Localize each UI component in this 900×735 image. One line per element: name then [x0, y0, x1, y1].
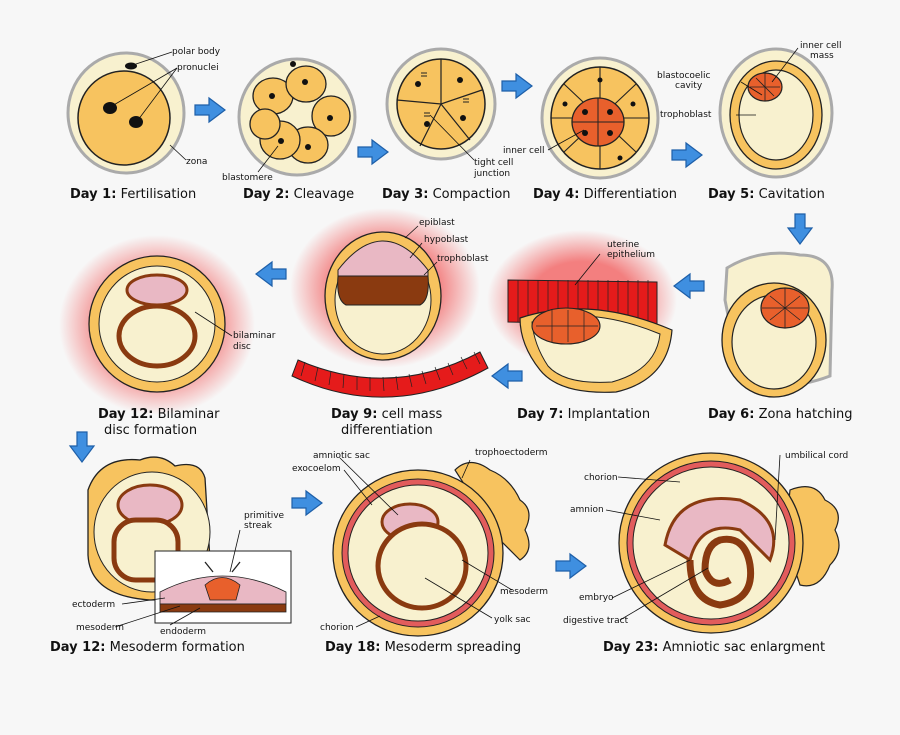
label-bilaminar: bilaminar — [233, 331, 276, 341]
stage-name-line2: differentiation — [341, 423, 433, 438]
arrow-icon — [491, 363, 523, 389]
svg-text:Day 18: Mesoderm spreading: Day 18: Mesoderm spreading — [325, 640, 521, 655]
label-hypoblast: hypoblast — [424, 235, 469, 245]
label-polar-body: polar body — [172, 47, 221, 57]
arrow-icon — [194, 97, 226, 123]
svg-text:Day 5: Cavitation: Day 5: Cavitation — [708, 187, 825, 202]
stage-day: Day 3: — [382, 187, 428, 202]
label-inner-cell: inner cell — [800, 41, 842, 51]
stage-name: Mesoderm spreading — [385, 640, 522, 655]
label-inner-cell: inner cell — [503, 146, 545, 156]
label-exocoelom: exocoelom — [292, 464, 341, 474]
stage-day18: amniotic sac exocoelom trophoectoderm me… — [292, 448, 548, 655]
label-endoderm: endoderm — [160, 627, 206, 637]
arrow-icon — [671, 142, 703, 168]
arrow-icon — [291, 490, 323, 516]
stage-day1: polar body pronuclei zona Day 1: Fertili… — [66, 47, 221, 202]
stage-day4: inner cell Day 4: Differentiation — [503, 56, 677, 202]
label-mesoderm: mesoderm — [500, 587, 548, 597]
label-ectoderm: ectoderm — [72, 600, 115, 610]
stage-day6: Day 6: Zona hatching — [708, 251, 853, 422]
arrow-icon — [501, 73, 533, 99]
stage-day: Day 7: — [517, 407, 563, 422]
label-zona: zona — [186, 157, 207, 167]
stage-day: Day 12: — [50, 640, 105, 655]
svg-text:Day 1: Fertilisation: Day 1: Fertilisation — [70, 187, 196, 202]
stage-day23: chorion amnion umbilical cord embryo dig… — [563, 451, 848, 655]
label-mass: mass — [810, 51, 834, 61]
svg-text:Day 4: Differentiation: Day 4: Differentiation — [533, 187, 677, 202]
label-cavity: cavity — [675, 81, 703, 91]
svg-text:Day 12: Mesoderm formation: Day 12: Mesoderm formation — [50, 640, 245, 655]
arrow-icon — [673, 273, 705, 299]
stage-name: Cleavage — [294, 187, 355, 202]
arrow-icon — [787, 213, 813, 245]
stage-day: Day 18: — [325, 640, 380, 655]
stage-day12-mesoderm: primitive streak ectoderm mesoderm endod… — [50, 456, 292, 655]
arrow-icon — [357, 139, 389, 165]
svg-text:Day 23: Amniotic sac enlargmen: Day 23: Amniotic sac enlargment — [603, 640, 825, 655]
stage-name-line2: disc formation — [104, 423, 197, 438]
stage-name: Amniotic sac enlargment — [663, 640, 826, 655]
stage-name: Mesoderm formation — [110, 640, 245, 655]
label-epithelium: epithelium — [607, 250, 655, 260]
svg-text:Day 3: Compaction: Day 3: Compaction — [382, 187, 511, 202]
svg-text:Day 12: Bilaminar: Day 12: Bilaminar — [98, 407, 220, 422]
label-umbilical-cord: umbilical cord — [785, 451, 848, 461]
stage-day: Day 9: — [331, 407, 377, 422]
label-pronuclei: pronuclei — [177, 63, 219, 73]
label-streak: streak — [244, 521, 273, 531]
label-disc: disc — [233, 342, 251, 352]
label-blastomere: blastomere — [222, 173, 273, 183]
label-tight-cell: tight cell — [474, 158, 513, 168]
stage-day3: tight cell junction Day 3: Compaction — [382, 47, 513, 202]
label-yolk-sac: yolk sac — [494, 615, 531, 625]
label-embryo: embryo — [579, 593, 614, 603]
stage-name: cell mass — [382, 407, 443, 422]
stage-day5: inner cell mass blastocoelic cavity trop… — [657, 41, 842, 202]
label-primitive: primitive — [244, 511, 285, 521]
label-trophoblast: trophoblast — [437, 254, 489, 264]
stage-name: Compaction — [433, 187, 511, 202]
svg-text:Day 7: Implantation: Day 7: Implantation — [517, 407, 650, 422]
arrow-icon — [255, 261, 287, 287]
arrow-icon — [555, 553, 587, 579]
stage-day2: blastomere Day 2: Cleavage — [222, 57, 357, 202]
stage-name: Differentiation — [584, 187, 677, 202]
stage-day: Day 4: — [533, 187, 579, 202]
stage-day9: epiblast hypoblast trophoblast Day 9: ce… — [290, 208, 489, 438]
stage-day: Day 1: — [70, 187, 116, 202]
svg-text:Day 9: cell mass: Day 9: cell mass — [331, 407, 442, 422]
stage-day: Day 12: — [98, 407, 153, 422]
svg-text:Day 6: Zona hatching: Day 6: Zona hatching — [708, 407, 853, 422]
label-chorion: chorion — [584, 473, 618, 483]
label-amniotic-sac: amniotic sac — [313, 451, 370, 461]
stage-day7: uterine epithelium Day 7: Implantation — [487, 230, 677, 422]
stage-name: Cavitation — [759, 187, 825, 202]
stage-name: Bilaminar — [158, 407, 221, 422]
label-trophoectoderm: trophoectoderm — [475, 448, 548, 458]
label-epiblast: epiblast — [419, 218, 455, 228]
label-junction: junction — [473, 169, 510, 179]
label-digestive-tract: digestive tract — [563, 616, 629, 626]
label-amnion: amnion — [570, 505, 604, 515]
label-uterine: uterine — [607, 240, 640, 250]
svg-text:Day 2: Cleavage: Day 2: Cleavage — [243, 187, 354, 202]
label-mesoderm: mesoderm — [76, 623, 124, 633]
label-blastocoelic: blastocoelic — [657, 71, 710, 81]
stage-day12-bilaminar: bilaminar disc Day 12: Bilaminar disc fo… — [59, 235, 276, 438]
stage-name: Zona hatching — [759, 407, 853, 422]
stage-name: Fertilisation — [121, 187, 197, 202]
stage-day: Day 23: — [603, 640, 658, 655]
stage-name: Implantation — [568, 407, 651, 422]
label-chorion: chorion — [320, 623, 354, 633]
stage-day: Day 5: — [708, 187, 754, 202]
label-trophoblast: trophoblast — [660, 110, 712, 120]
stage-day: Day 6: — [708, 407, 754, 422]
stage-day: Day 2: — [243, 187, 289, 202]
arrow-icon — [69, 431, 95, 463]
